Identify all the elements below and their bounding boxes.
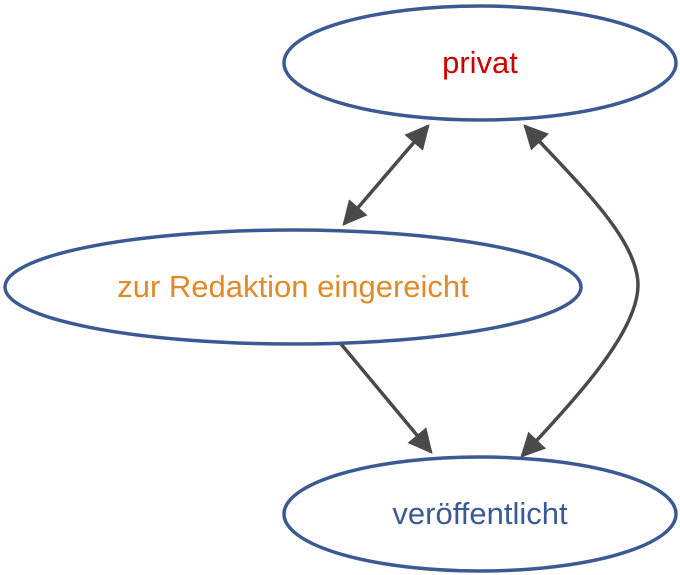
node-private-label: privat — [442, 45, 518, 80]
node-published-shape — [282, 455, 678, 573]
edge-private-published — [520, 124, 640, 458]
node-submitted-label: zur Redaktion eingereicht — [117, 269, 469, 304]
edges — [339, 124, 640, 458]
edge-submitted-published — [339, 342, 433, 454]
node-submitted: zur Redaktion eingereicht — [3, 228, 583, 346]
node-submitted-shape — [3, 228, 583, 346]
node-private: privat — [282, 4, 678, 122]
edge-private-submitted — [342, 124, 430, 226]
node-private-shape — [282, 4, 678, 122]
node-published-label: veröffentlicht — [392, 496, 568, 531]
node-published: veröffentlicht — [282, 455, 678, 573]
